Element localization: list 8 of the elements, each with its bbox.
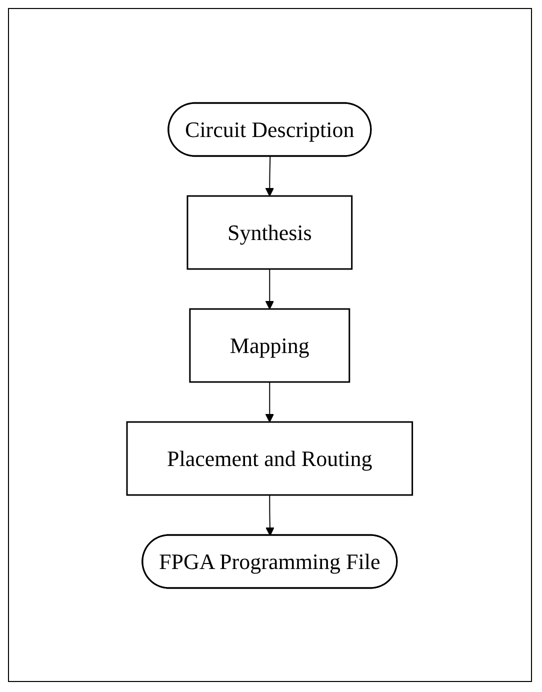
arrow <box>266 268 274 309</box>
node-box <box>126 420 414 496</box>
arrow <box>266 381 274 422</box>
diagram-frame: Circuit Description Synthesis Mapping Placement and Routing FPGA Programming File <box>8 8 532 682</box>
arrow <box>266 156 274 196</box>
node-box <box>187 194 353 270</box>
arrow <box>266 494 275 536</box>
node-box <box>190 308 350 382</box>
